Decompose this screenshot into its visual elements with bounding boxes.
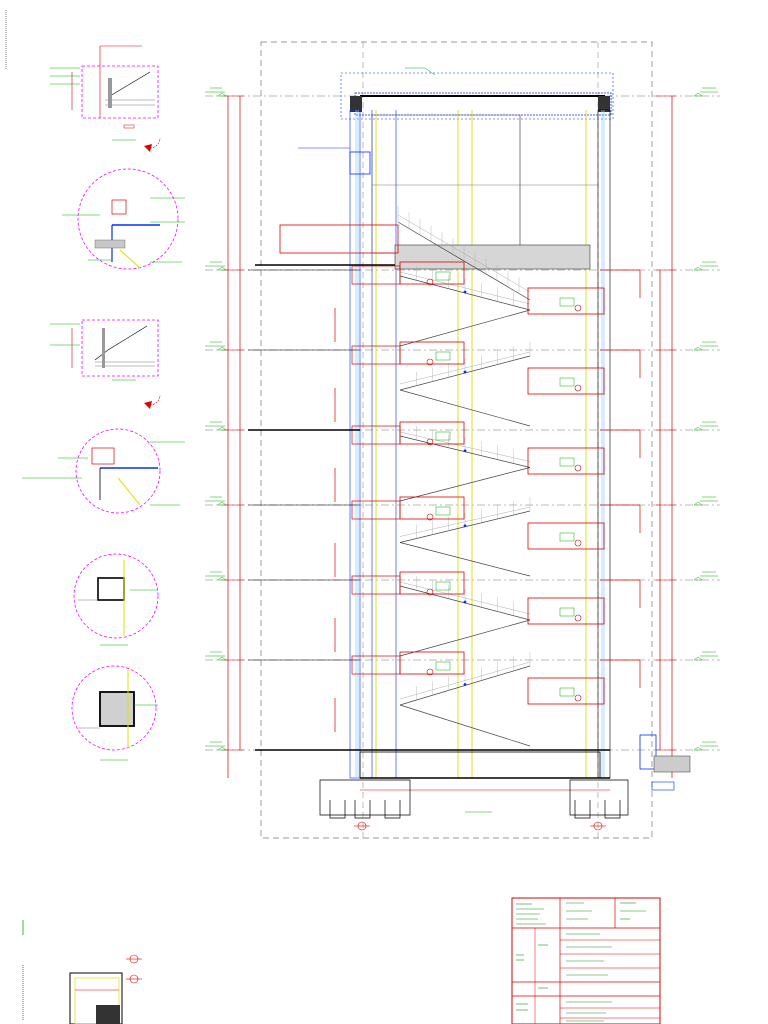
grid-bubble-2 xyxy=(590,821,606,831)
landing-4 xyxy=(248,496,641,577)
stair-flight-1 xyxy=(399,262,531,347)
stair-flights xyxy=(255,206,531,747)
stair-flight-4 xyxy=(399,497,531,577)
level-marker-right-l3 xyxy=(693,496,718,506)
level-marker-right-l4 xyxy=(693,421,718,431)
landing-3 xyxy=(248,421,641,502)
level-marker-left-l4 xyxy=(205,421,227,431)
level-marker-left-roof xyxy=(205,87,227,97)
landing-2 xyxy=(248,341,641,422)
level-markers xyxy=(205,87,718,751)
level-marker-left-ground xyxy=(205,741,227,751)
landing-5 xyxy=(248,571,641,652)
stair-flight-top xyxy=(255,206,531,301)
landing-1 xyxy=(248,261,641,342)
level-marker-right-ground xyxy=(693,741,718,751)
level-marker-left-l6 xyxy=(205,261,227,271)
level-marker-left-l2 xyxy=(205,571,227,581)
stair-flight-6 xyxy=(399,652,531,747)
floor-slabs xyxy=(248,261,641,732)
detail-4[interactable] xyxy=(22,428,185,514)
title-block xyxy=(511,897,661,1024)
grid-bubble-1 xyxy=(354,821,370,831)
landing-6 xyxy=(248,651,641,732)
stair-flight-5 xyxy=(399,572,531,657)
detail-2[interactable] xyxy=(62,168,185,270)
main-section xyxy=(205,41,720,839)
detail-1[interactable] xyxy=(50,45,161,152)
level-marker-right-roof xyxy=(693,87,718,97)
key-plan[interactable] xyxy=(69,954,142,1024)
level-marker-left-l1 xyxy=(205,651,227,661)
level-marker-right-l1 xyxy=(693,651,718,661)
detail-3[interactable] xyxy=(50,319,161,409)
stair-flight-2 xyxy=(399,342,531,427)
level-marker-right-l6 xyxy=(693,261,718,271)
detail-6[interactable] xyxy=(71,665,158,761)
level-marker-left-l3 xyxy=(205,496,227,506)
detail-callouts xyxy=(22,45,185,761)
level-marker-right-l5 xyxy=(693,341,718,351)
margin-notes xyxy=(5,10,24,1020)
level-marker-left-l5 xyxy=(205,341,227,351)
detail-5[interactable] xyxy=(73,553,159,646)
level-marker-right-l2 xyxy=(693,571,718,581)
stair-flight-3 xyxy=(399,422,531,502)
